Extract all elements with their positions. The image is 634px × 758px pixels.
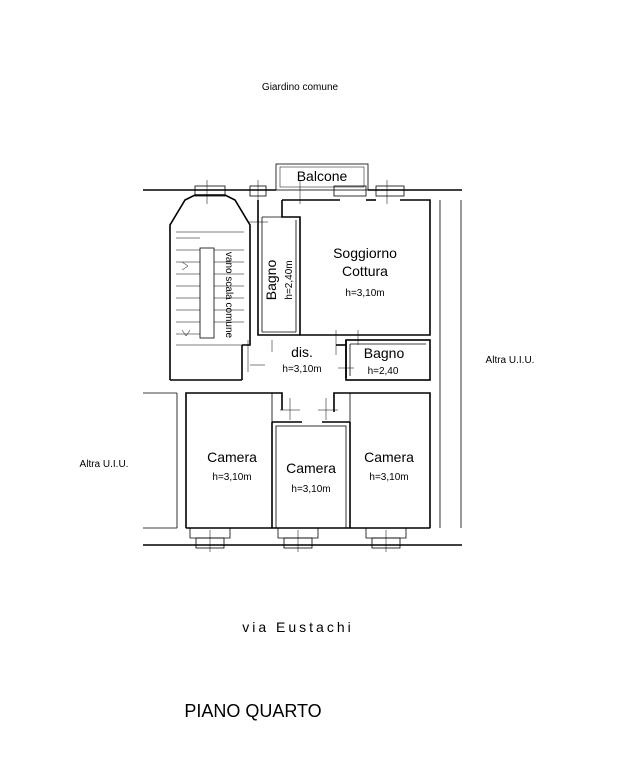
garden-label: Giardino comune (262, 82, 339, 93)
small-bathroom-label: Bagno (364, 345, 405, 361)
bedroom-right-height: h=3,10m (369, 472, 408, 483)
bedroom-left-height: h=3,10m (212, 472, 251, 483)
bedroom-center-label: Camera (286, 460, 336, 476)
bedroom-right-label: Camera (364, 449, 414, 465)
small-bathroom-height: h=2,40 (368, 366, 399, 377)
floor-title: PIANO QUARTO (184, 701, 321, 721)
south-facade (143, 527, 462, 549)
street-label: via Eustachi (242, 619, 353, 635)
living-room-height: h=3,10m (345, 288, 384, 299)
hallway-height: h=3,10m (282, 364, 321, 375)
balcony-label: Balcone (297, 168, 348, 184)
main-bathroom-height: h=2,40m (284, 260, 295, 299)
left-boundary (143, 392, 178, 529)
other-unit-right-label: Altra U.I.U. (486, 355, 535, 366)
living-room-label-1: Soggiorno (333, 245, 397, 261)
right-boundary (439, 200, 462, 528)
bedroom-left-label: Camera (207, 449, 257, 465)
main-bathroom-label: Bagno (263, 260, 279, 301)
stairwell-label: vano scala comune (223, 252, 234, 339)
main-bathroom-walls (257, 200, 300, 336)
stairwell (169, 194, 251, 381)
hallway-label: dis. (291, 344, 313, 360)
bedroom-center-height: h=3,10m (291, 484, 330, 495)
small-bathroom-walls (345, 339, 431, 381)
living-room-label-2: Cottura (342, 263, 388, 279)
balcony (275, 163, 369, 191)
other-unit-left-label: Altra U.I.U. (80, 459, 129, 470)
north-windows (194, 185, 405, 197)
door-marks (206, 180, 388, 552)
